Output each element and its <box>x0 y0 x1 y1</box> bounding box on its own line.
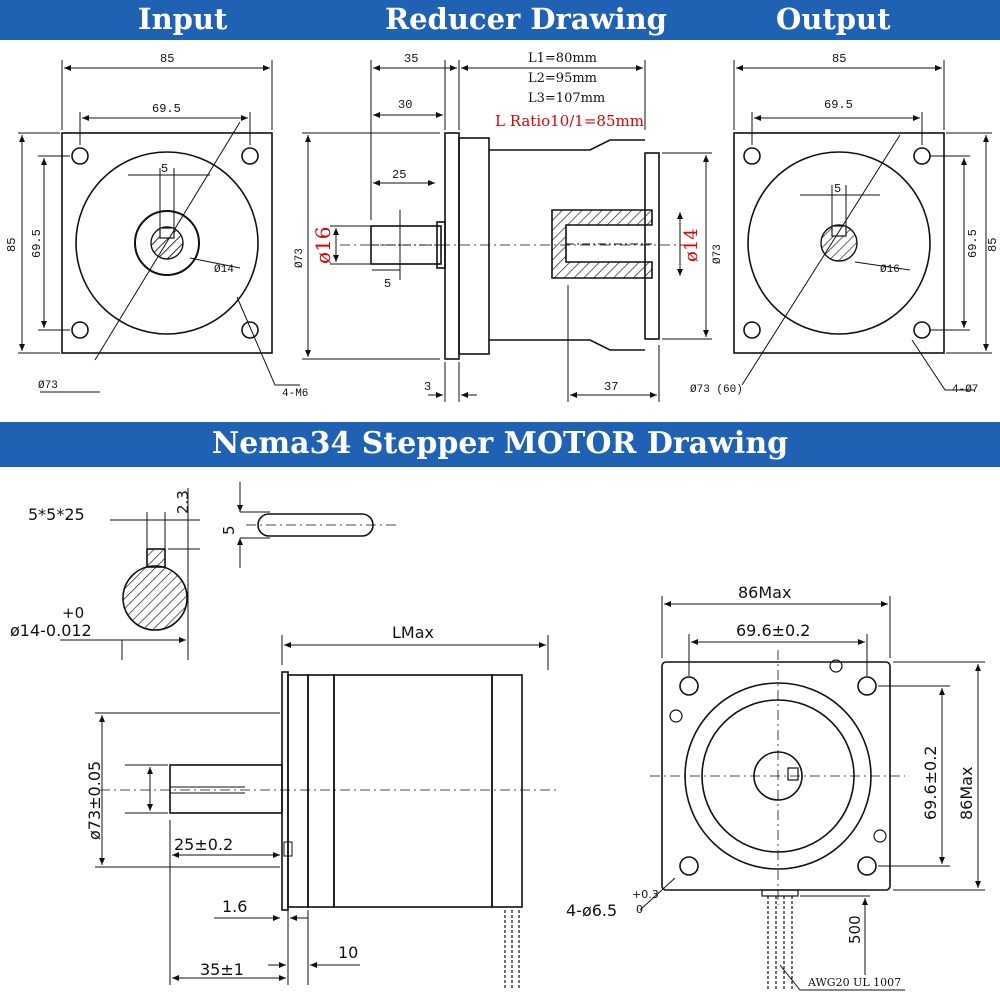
reducer-in-shaft: ø14 <box>681 228 702 262</box>
motor-holes-label: 4-ø6.5 <box>566 901 617 920</box>
input-key-width-label: 5 <box>161 162 168 176</box>
reducer-dim-30: 30 <box>398 98 412 112</box>
motor-pilot-label: ø73±0.05 <box>85 761 104 840</box>
output-hole-spacing-label: 69.5 <box>824 98 853 112</box>
output-height-label: 85 <box>986 238 1000 252</box>
motor-key-w-label: 5 <box>220 525 238 535</box>
input-header: Input <box>138 2 228 36</box>
output-width-label: 85 <box>832 52 846 66</box>
motor-lead-label: 500 <box>846 915 864 944</box>
motor-wire-label: AWG20 UL 1007 <box>807 976 901 989</box>
reducer-dim-35: 35 <box>404 52 418 66</box>
reducer-dim-25: 25 <box>392 168 406 182</box>
motor-header: Nema34 Stepper MOTOR Drawing <box>211 426 789 461</box>
output-pilot-dia-label: Ø73 (60) <box>690 384 743 396</box>
reducer-dim-5: 5 <box>384 277 391 291</box>
output-shaft-dia-label: Ø16 <box>880 264 900 276</box>
motor-length-label: LMax <box>392 623 434 642</box>
reducer-labels: 35 30 25 5 3 37 L1=80mm L2=95mm L3=107mm… <box>294 51 724 394</box>
motor-hole-spacing-v-label: 69.6±0.2 <box>921 746 940 820</box>
motor-shaft-len-label: 25±0.2 <box>174 835 233 854</box>
reducer-dim-37: 37 <box>604 380 618 394</box>
motor-shaft-tol-top: +0 <box>62 604 84 622</box>
motor-flange-label: 1.6 <box>222 897 247 916</box>
input-pilot-dia-label: Ø73 <box>38 380 58 392</box>
reducer-header: Reducer Drawing <box>385 2 667 36</box>
reducer-ratio: L Ratio10/1=85mm <box>495 112 644 130</box>
motor-labels: 5*5*25 2.3 5 +0 ø14-0.012 LMax ø73±0.05 … <box>10 490 976 989</box>
input-height-label: 85 <box>5 238 19 252</box>
reducer-out-shaft: ø16 <box>311 227 335 265</box>
input-shaft-dia-label: Ø14 <box>214 264 234 276</box>
input-hole-spacing-label: 69.5 <box>152 102 181 116</box>
reducer-l3: L3=107mm <box>528 91 605 106</box>
motor-shaft-section <box>60 482 400 660</box>
output-hole-spacing-v-label: 69.5 <box>966 229 980 258</box>
motor-side-view <box>95 635 560 990</box>
output-key-width-label: 5 <box>834 182 841 196</box>
reducer-l2: L2=95mm <box>528 71 597 86</box>
top-banner <box>0 0 1000 40</box>
motor-total-label: 35±1 <box>200 960 244 979</box>
reducer-dim-3: 3 <box>424 380 431 394</box>
motor-holes-tol-bottom: 0 <box>636 903 643 916</box>
motor-key-depth-label: 2.3 <box>174 490 192 514</box>
motor-key-label: 5*5*25 <box>28 505 85 524</box>
motor-hole-spacing-label: 69.6±0.2 <box>736 621 810 640</box>
input-hole-spacing-v-label: 69.5 <box>30 229 44 258</box>
input-labels: 85 69.5 5 Ø14 85 69.5 Ø73 4-M6 <box>5 52 308 400</box>
input-width-label: 85 <box>160 52 174 66</box>
motor-height-max-label: 86Max <box>957 767 976 820</box>
motor-holes-tol-top: +0.3 <box>632 888 659 901</box>
motor-width-max-label: 86Max <box>738 583 791 602</box>
mid-banner <box>0 422 1000 467</box>
reducer-l1: L1=80mm <box>528 51 597 66</box>
output-holes-label: 4-Ø7 <box>952 384 978 396</box>
motor-front-view <box>639 596 985 991</box>
output-header: Output <box>776 2 891 36</box>
output-labels: 85 69.5 5 Ø16 85 69.5 Ø73 (60) 4-Ø7 <box>690 52 1000 396</box>
reducer-dia-right: Ø73 <box>712 244 724 264</box>
input-holes-label: 4-M6 <box>282 388 308 400</box>
reducer-view <box>302 60 712 402</box>
output-view <box>733 60 992 391</box>
input-view <box>18 60 300 393</box>
motor-step-label: 10 <box>338 943 358 962</box>
motor-shaft-tol-label: ø14-0.012 <box>10 621 92 640</box>
reducer-dia-left: Ø73 <box>294 248 306 268</box>
